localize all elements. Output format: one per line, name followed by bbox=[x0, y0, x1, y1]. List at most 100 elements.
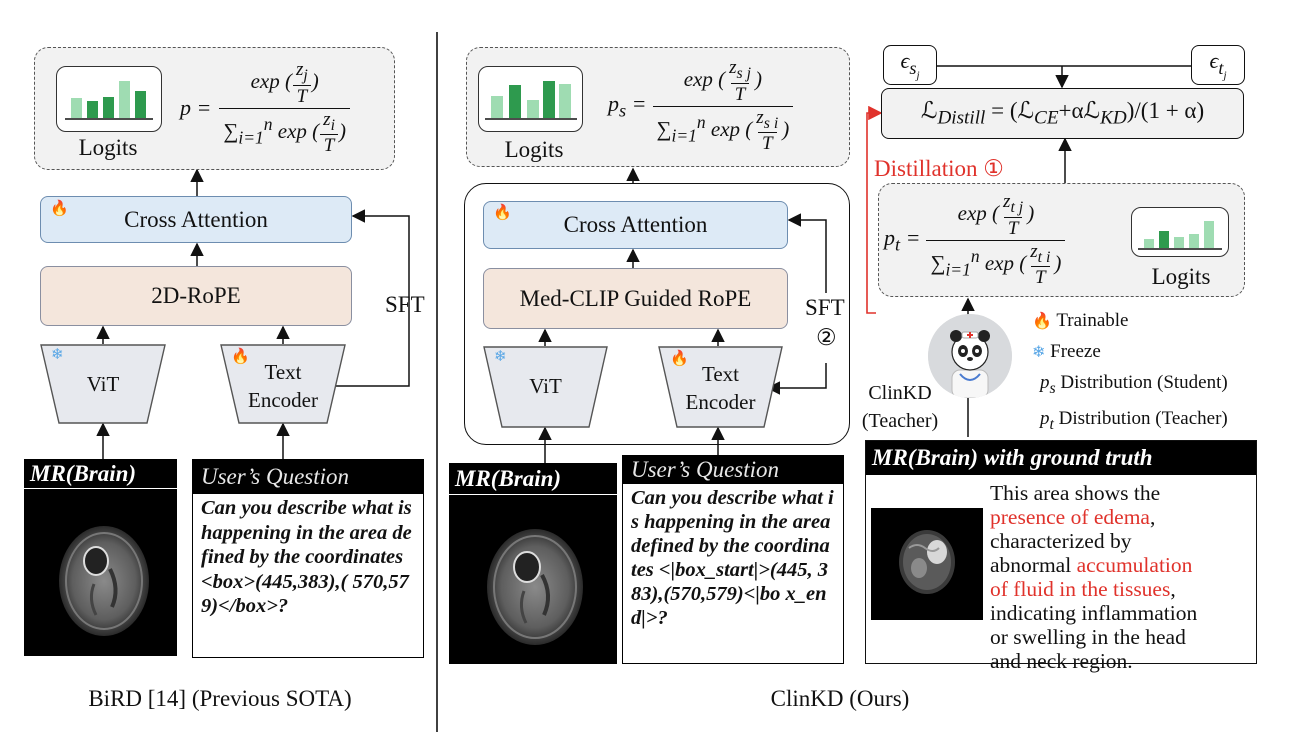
mr-image-title: MR(Brain) bbox=[24, 459, 177, 489]
trainable-flame-icon: 🔥 bbox=[231, 349, 250, 365]
logit-bar bbox=[509, 85, 521, 118]
student-text-encoder-label-2: Encoder bbox=[685, 390, 756, 414]
distill-loss-box: ℒDistill = (ℒCE+αℒKD)/(1 + α) bbox=[881, 88, 1244, 139]
ps-symbol: p bbox=[608, 90, 619, 116]
formula-sum-sub: i=1 bbox=[238, 126, 264, 147]
pt-eq: = bbox=[900, 224, 921, 250]
ps-eq: = bbox=[626, 90, 647, 116]
ps-den-close: ) bbox=[782, 116, 790, 141]
logit-bar bbox=[119, 81, 130, 118]
logit-bar bbox=[103, 97, 114, 118]
ps-z: z bbox=[729, 56, 737, 78]
logits-icon bbox=[56, 66, 162, 132]
logits-label: Logits bbox=[78, 135, 138, 160]
trainable-flame-icon: 🔥 bbox=[493, 205, 512, 221]
loss-distill-sub: Distill bbox=[937, 107, 986, 129]
cross-attention-module: Cross Attention bbox=[40, 196, 352, 243]
pt-den-close: ) bbox=[1054, 250, 1062, 275]
vit-label: ViT bbox=[86, 372, 120, 396]
legend-ps-desc: Distribution (Student) bbox=[1055, 372, 1228, 393]
legend-trainable: 🔥 Trainable bbox=[1032, 306, 1228, 337]
ground-truth-title: MR(Brain) with ground truth bbox=[866, 441, 1256, 475]
mr-brain-image-panel: MR(Brain) bbox=[24, 459, 177, 656]
logit-bar bbox=[1144, 239, 1154, 248]
gt-line-5: of fluid in the tissues, bbox=[990, 577, 1252, 601]
freeze-snowflake-icon: ❄ bbox=[51, 347, 64, 363]
loss-ce-sub: CE bbox=[1034, 107, 1059, 129]
trainable-flame-icon: 🔥 bbox=[670, 351, 689, 367]
ground-truth-text: This area shows the presence of edema, c… bbox=[990, 481, 1252, 673]
ps-sum-sub: i=1 bbox=[671, 124, 697, 145]
student-text-encoder-label-1: Text bbox=[701, 362, 740, 386]
loss-part-1: = (ℒ bbox=[985, 97, 1035, 123]
student-text-encoder: Text Encoder bbox=[658, 346, 783, 428]
gt-line-7: or swelling in the head bbox=[990, 625, 1186, 649]
gt-line-5-highlight: of fluid in the tissues bbox=[990, 577, 1171, 601]
teacher-logits-label: Logits bbox=[1151, 264, 1211, 289]
loss-part-3: )/(1 + α) bbox=[1126, 97, 1205, 123]
pt-sum-sub: i=1 bbox=[945, 258, 971, 279]
logit-bar bbox=[491, 96, 503, 118]
gt-line-2-rest: , bbox=[1149, 505, 1156, 529]
ps-numerator: exp ( bbox=[683, 66, 726, 91]
vit-encoder: ViT bbox=[40, 344, 166, 424]
student-cross-attention-label: Cross Attention bbox=[563, 212, 708, 237]
gt-line-2-highlight: presence of edema bbox=[990, 505, 1150, 529]
gt-line-6: indicating inflammation bbox=[990, 601, 1198, 625]
gt-line-5-rest: , bbox=[1170, 577, 1176, 601]
edema-mri-illustration bbox=[899, 530, 955, 594]
formula-den-close: ) bbox=[338, 118, 346, 143]
legend-teacher-dist: pt Distribution (Teacher) bbox=[1040, 404, 1228, 440]
legend-ps-sub: s bbox=[1049, 379, 1056, 397]
formula-den-sub: i bbox=[330, 116, 335, 134]
sft-label: SFT bbox=[385, 292, 425, 317]
ps-sub: s bbox=[619, 100, 627, 121]
ps-T: T bbox=[730, 82, 750, 106]
student-mr-image-title: MR(Brain) bbox=[449, 463, 617, 495]
gt-line-8: and neck region. bbox=[990, 649, 1133, 673]
student-text-encoder-trapezoid bbox=[658, 346, 783, 428]
user-question-title: User’s Question bbox=[193, 460, 423, 494]
student-mr-brain-image-panel: MR(Brain) bbox=[449, 463, 617, 664]
pt-sum-sup: n bbox=[970, 245, 980, 266]
gt-line-3: characterized by bbox=[990, 529, 1132, 553]
left-caption: BiRD [14] (Previous SOTA) bbox=[88, 686, 352, 711]
logit-bar bbox=[1174, 237, 1184, 248]
formula-numerator: exp ( bbox=[250, 68, 292, 93]
student-vit-encoder: ViT bbox=[483, 346, 608, 428]
student-vit-trapezoid bbox=[483, 346, 608, 428]
ground-truth-mri-image bbox=[871, 508, 983, 620]
loss-part-2: +αℒ bbox=[1058, 97, 1101, 123]
logit-bar bbox=[1159, 231, 1169, 248]
logit-bar bbox=[71, 98, 82, 118]
legend-pt-desc: Distribution (Teacher) bbox=[1053, 407, 1228, 429]
formula-den-z: z bbox=[323, 108, 331, 130]
ps-den-T: T bbox=[757, 132, 777, 155]
logit-bar bbox=[1189, 234, 1199, 248]
legend-pt-sub: t bbox=[1049, 415, 1054, 433]
flame-icon: 🔥 bbox=[1032, 313, 1052, 330]
logit-bar bbox=[543, 81, 555, 118]
student-logits-bar-chart bbox=[485, 81, 577, 120]
ps-z-sub: s j bbox=[736, 64, 752, 82]
student-logits-label: Logits bbox=[504, 137, 564, 162]
student-logits-icon bbox=[478, 66, 583, 132]
student-model-container bbox=[464, 183, 850, 445]
panda-doctor-avatar bbox=[928, 314, 1012, 398]
ps-den-exp: exp ( bbox=[705, 116, 753, 141]
distillation-label: Distillation ① bbox=[874, 156, 1004, 181]
legend-freeze-label: Freeze bbox=[1050, 341, 1101, 362]
formula-T: T bbox=[292, 84, 312, 108]
eps-s-symbol: ϵ bbox=[900, 48, 910, 74]
pt-T: T bbox=[1003, 216, 1023, 240]
formula-z: z bbox=[295, 58, 304, 80]
ps-sum-sup: n bbox=[696, 111, 706, 132]
vit-trapezoid bbox=[40, 344, 166, 424]
user-question-box: User’s Question Can you describe what is… bbox=[192, 459, 424, 658]
gt-line-1: This area shows the bbox=[990, 481, 1161, 505]
student-vit-label: ViT bbox=[529, 374, 562, 398]
student-brain-mri-image bbox=[487, 529, 583, 645]
pt-den-sub: t i bbox=[1037, 248, 1051, 266]
